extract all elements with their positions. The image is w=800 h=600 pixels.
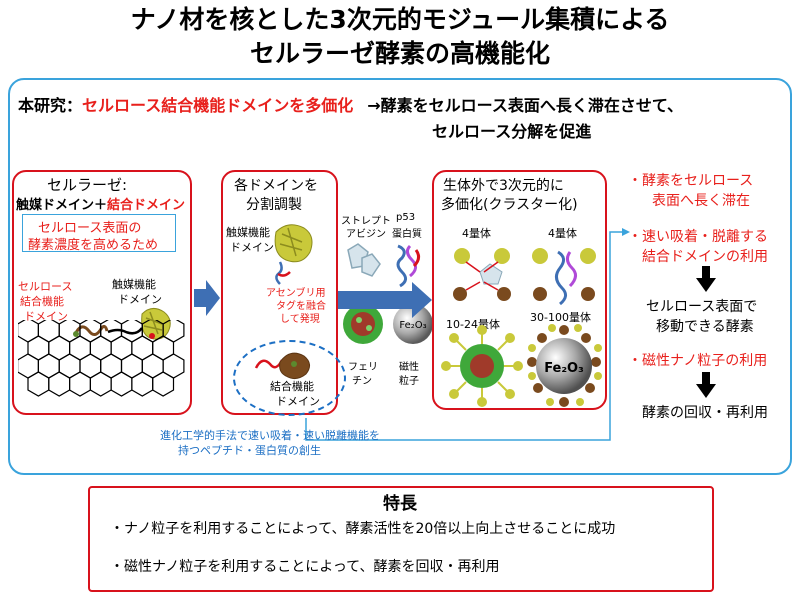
result2-line: 酵素の回収・再利用 bbox=[642, 405, 768, 421]
cellulose-hex-cell bbox=[152, 371, 175, 397]
oligomer-label-2: 30-100量体 bbox=[530, 311, 591, 324]
point2-line1: ・速い吸着・脱離する bbox=[628, 229, 768, 245]
main-title-line1: ナノ材を核とした3次元的モジュール集積による bbox=[130, 5, 670, 34]
magnetic-label-1: 磁性 bbox=[399, 362, 419, 373]
tetramer-label-a: 4量体 bbox=[462, 227, 491, 240]
catalytic-domain-illustration bbox=[274, 224, 313, 285]
research-frame bbox=[8, 78, 792, 475]
research-headline: 本研究：セルロース結合機能ドメインを多価化 →酵素をセルロース表面へ長く滞在させて… bbox=[18, 92, 683, 116]
catalytic-label-1: 触媒機能 bbox=[112, 278, 156, 291]
binding-domain-text: 結合ドメイン bbox=[107, 198, 186, 213]
split-binding-label-1: 結合機能 bbox=[270, 380, 314, 393]
split-title-1: 各ドメインを bbox=[234, 178, 318, 194]
streptavidin-label-1: ストレプト bbox=[341, 216, 391, 227]
streptavidin-label-2: アビジン bbox=[346, 229, 386, 240]
flow-arrow-1 bbox=[194, 280, 220, 316]
ferritin-label-2: チン bbox=[352, 376, 372, 387]
point1-line2: 表面へ長く滞在 bbox=[652, 193, 750, 209]
headline-highlight: セルロース結合機能ドメインを多価化 bbox=[82, 96, 354, 115]
down-arrow-1 bbox=[696, 266, 716, 292]
point3-line: ・磁性ナノ粒子の利用 bbox=[628, 353, 768, 369]
headline-prefix: 本研究： bbox=[18, 96, 83, 115]
tetramer-label-b: 4量体 bbox=[548, 227, 577, 240]
main-title-line2: セルラーゼ酵素の高機能化 bbox=[249, 39, 550, 68]
note-line2: 酵素濃度を高めるため bbox=[28, 238, 159, 253]
tag-text-3: して発現 bbox=[280, 314, 320, 325]
ferritin-label-1: フェリ bbox=[348, 362, 378, 373]
cluster-title-1: 生体外で3次元的に bbox=[443, 178, 564, 194]
cluster-title-2: 多価化(クラスター化) bbox=[441, 197, 578, 213]
catalytic-label-2: ドメイン bbox=[118, 293, 162, 306]
point2-line2: 結合ドメインの利用 bbox=[642, 249, 768, 265]
note-box bbox=[22, 214, 176, 252]
split-binding-label-2: ドメイン bbox=[276, 395, 320, 408]
oligomer-label-1: 10-24量体 bbox=[446, 318, 500, 331]
fe2o3-small-label: Fe₂O₃ bbox=[399, 320, 426, 331]
binding-label-3: ドメイン bbox=[24, 310, 68, 323]
flow-arrow-2 bbox=[338, 282, 432, 318]
cellulase-subtitle: 触媒ドメイン＋結合ドメイン bbox=[16, 194, 185, 213]
evolution-note-line1: 進化工学的手法で速い吸着・速い脱離機能を bbox=[160, 429, 380, 442]
feature-item-1: ・ナノ粒子を利用することによって、酵素活性を20倍以上向上させることに成功 bbox=[110, 521, 616, 537]
tag-text-2: タグを融合 bbox=[276, 301, 326, 312]
evolution-connector-line bbox=[305, 228, 630, 441]
tetramer-illustration bbox=[453, 248, 596, 306]
split-title-2: 分割調製 bbox=[246, 197, 302, 213]
binding-label-1: セルロース bbox=[18, 280, 73, 293]
point1-line1: ・酵素をセルロース bbox=[628, 173, 754, 189]
features-heading: 特長 bbox=[383, 494, 417, 514]
binding-domain-illustration bbox=[254, 352, 310, 380]
p53-label-1: p53 bbox=[396, 212, 416, 223]
features-box bbox=[88, 486, 714, 592]
result1-line2: 移動できる酵素 bbox=[656, 319, 754, 335]
headline-result2: セルロース分解を促進 bbox=[432, 122, 592, 141]
down-arrow-2 bbox=[696, 372, 716, 398]
cellulase-title: セルラーゼ: bbox=[47, 176, 128, 194]
fe2o3-big-label: Fe₂O₃ bbox=[544, 361, 584, 376]
evolution-note-line2: 持つペプチド・蛋白質の創生 bbox=[178, 444, 321, 457]
headline-result1: →酵素をセルロース表面へ長く滞在させて、 bbox=[367, 96, 684, 115]
binding-domain-highlight bbox=[233, 340, 346, 416]
cluster-nanoparticle-illustration: Fe₂O₃ bbox=[441, 324, 602, 407]
catalytic-domain-text: 触媒ドメイン＋ bbox=[16, 198, 108, 213]
binding-label-2: 結合機能 bbox=[20, 295, 64, 308]
note-line1: セルロース表面の bbox=[38, 221, 142, 236]
split-catalytic-label-1: 触媒機能 bbox=[226, 226, 270, 239]
split-catalytic-label-2: ドメイン bbox=[230, 241, 274, 254]
feature-item-2: ・磁性ナノ粒子を利用することによって、酵素を回収・再利用 bbox=[110, 559, 500, 575]
result1-line1: セルロース表面で bbox=[646, 299, 758, 315]
scaffold-proteins-illustration bbox=[347, 243, 421, 288]
magnetic-label-2: 粒子 bbox=[399, 376, 419, 387]
tag-text-1: アセンブリ用 bbox=[266, 288, 326, 299]
ferritin-and-particle-illustration: Fe₂O₃ bbox=[343, 304, 433, 344]
p53-label-2: 蛋白質 bbox=[392, 229, 422, 240]
cellulose-hex-lattice bbox=[18, 320, 185, 397]
